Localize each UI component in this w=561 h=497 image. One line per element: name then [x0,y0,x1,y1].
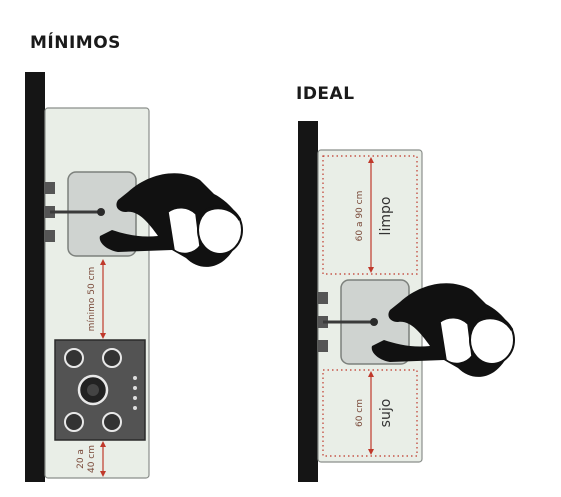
label-sujo: sujo [378,399,394,428]
drain-right [370,318,378,326]
wall-left [25,72,45,482]
label-minimo-50: mínimo 50 cm [87,267,97,332]
ideal-heading: IDEAL [296,84,355,104]
stove-cooktop [54,339,146,441]
label-limpo: limpo [378,197,394,236]
label-20-a: 20 a [76,449,86,469]
ideal-layout: 60 a 90 cm limpo 60 cm sujo [298,121,515,482]
label-60-a-90: 60 a 90 cm [355,191,365,242]
minimos-layout: mínimo 50 cm 20 a 40 cm [25,72,243,482]
person-figure-left [99,173,243,267]
zone-limpo [322,155,418,275]
label-40-cm: 40 cm [87,445,97,473]
label-60-cm: 60 cm [355,399,365,427]
drain-left [97,208,105,216]
wall-right [298,121,318,482]
minimos-heading: MÍNIMOS [30,33,121,53]
person-figure-right [371,283,515,377]
